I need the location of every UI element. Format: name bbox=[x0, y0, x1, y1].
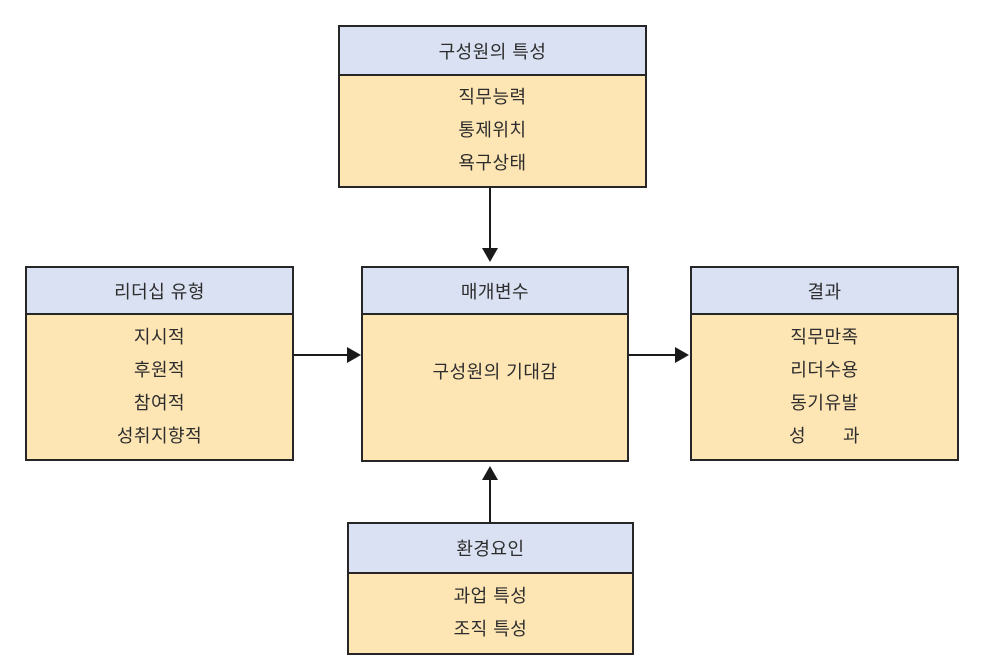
box-title: 매개변수 bbox=[460, 281, 530, 302]
box-item: 동기유발 bbox=[790, 392, 859, 413]
box-item: 조직 특성 bbox=[453, 619, 528, 640]
box-item: 과업 특성 bbox=[453, 585, 528, 606]
box-leadership-type-header: 리더십 유형 bbox=[27, 268, 292, 315]
box-member-traits: 구성원의 특성 직무능력 통제위치 욕구상태 bbox=[338, 25, 647, 188]
box-item: 참여적 bbox=[133, 392, 186, 413]
box-item: 리더수용 bbox=[790, 359, 859, 380]
arrow-right-icon bbox=[347, 347, 361, 363]
box-title: 결과 bbox=[807, 281, 842, 302]
box-outcome-header: 결과 bbox=[692, 268, 957, 315]
box-mediator-body: 구성원의 기대감 bbox=[363, 315, 627, 460]
box-environment-body: 과업 특성 조직 특성 bbox=[349, 574, 632, 653]
box-item: 후원적 bbox=[133, 359, 186, 380]
box-item: 직무능력 bbox=[458, 87, 527, 108]
box-item: 직무만족 bbox=[790, 326, 859, 347]
box-mediator-header: 매개변수 bbox=[363, 268, 627, 315]
arrow-environment-to-mediator-line bbox=[489, 479, 491, 522]
box-outcome-body: 직무만족 리더수용 동기유발 성 과 bbox=[692, 315, 957, 459]
box-outcome: 결과 직무만족 리더수용 동기유발 성 과 bbox=[690, 266, 959, 461]
box-title: 환경요인 bbox=[456, 539, 525, 559]
arrow-member-traits-to-mediator-line bbox=[489, 188, 491, 249]
box-item: 욕구상태 bbox=[458, 153, 527, 174]
box-environment-header: 환경요인 bbox=[349, 524, 632, 574]
arrow-leadership-to-mediator-line bbox=[294, 354, 348, 356]
box-item: 통제위치 bbox=[458, 120, 527, 141]
arrow-down-icon bbox=[482, 248, 498, 262]
box-environment: 환경요인 과업 특성 조직 특성 bbox=[347, 522, 634, 655]
box-title: 구성원의 특성 bbox=[438, 41, 547, 62]
box-leadership-type: 리더십 유형 지시적 후원적 참여적 성취지향적 bbox=[25, 266, 294, 461]
arrow-up-icon bbox=[482, 466, 498, 480]
box-leadership-type-body: 지시적 후원적 참여적 성취지향적 bbox=[27, 315, 292, 459]
arrow-right-icon bbox=[675, 347, 689, 363]
arrow-mediator-to-outcome-line bbox=[629, 354, 676, 356]
box-title: 리더십 유형 bbox=[114, 281, 205, 302]
box-item: 성취지향적 bbox=[116, 425, 203, 446]
box-member-traits-body: 직무능력 통제위치 욕구상태 bbox=[340, 76, 645, 186]
box-member-traits-header: 구성원의 특성 bbox=[340, 27, 645, 76]
box-item: 지시적 bbox=[133, 326, 186, 347]
box-item: 성 과 bbox=[788, 425, 861, 446]
box-mediator: 매개변수 구성원의 기대감 bbox=[361, 266, 629, 462]
box-item: 구성원의 기대감 bbox=[432, 361, 558, 382]
